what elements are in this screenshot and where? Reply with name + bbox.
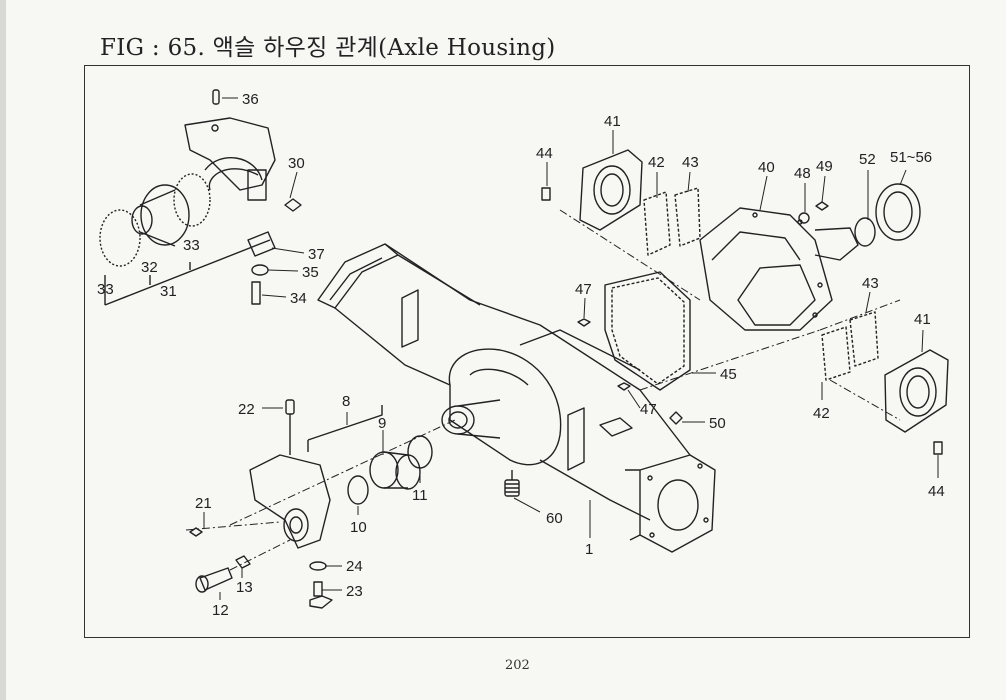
- part-label: 43: [862, 275, 879, 292]
- part-label: 1: [585, 541, 593, 558]
- right-flange-group: [577, 271, 949, 455]
- part-labels: 36 30 37 35 34 33 32 33 31 44 41 42 43 4…: [97, 91, 945, 619]
- part-label: 45: [720, 366, 737, 383]
- part-label: 13: [236, 579, 253, 596]
- part-label: 48: [794, 165, 811, 182]
- part-label: 22: [238, 401, 255, 418]
- part-label: 23: [346, 583, 363, 600]
- part-label: 47: [640, 401, 657, 418]
- part-label: 37: [308, 246, 325, 263]
- part-label: 34: [290, 290, 307, 307]
- part-label: 9: [378, 415, 386, 432]
- part-label: 32: [141, 259, 158, 276]
- scan-edge: [0, 0, 6, 700]
- part-label: 52: [859, 151, 876, 168]
- part-label: 47: [575, 281, 592, 298]
- part-label: 11: [412, 487, 428, 504]
- part-label: 31: [160, 283, 177, 300]
- part-label: 42: [813, 405, 830, 422]
- part-label: 44: [536, 145, 553, 162]
- figure-title: FIG : 65. 액슬 하우징 관계(Axle Housing): [100, 35, 556, 61]
- part-label: 40: [758, 159, 775, 176]
- part-label: 35: [302, 264, 319, 281]
- knuckle-lower: [189, 399, 520, 609]
- part-label: 60: [546, 510, 563, 527]
- part-label: 8: [342, 393, 350, 410]
- part-label: 10: [350, 519, 367, 536]
- part-label: 21: [195, 495, 212, 512]
- knuckle-upper: [99, 89, 302, 306]
- part-label: 36: [242, 91, 259, 108]
- part-label: 50: [709, 415, 726, 432]
- axle-housing-body: [317, 243, 716, 553]
- part-label: 41: [604, 113, 621, 130]
- part-label: 24: [346, 558, 363, 575]
- part-label: 44: [928, 483, 945, 500]
- part-label: 43: [682, 154, 699, 171]
- part-label: 49: [816, 158, 833, 175]
- part-label: 51~56: [890, 149, 932, 166]
- part-label: 33: [97, 281, 114, 298]
- part-label: 42: [648, 154, 665, 171]
- diagram-frame: [84, 65, 970, 638]
- page-number: 202: [505, 658, 530, 673]
- part-label: 41: [914, 311, 931, 328]
- part-label: 33: [183, 237, 200, 254]
- part-label: 30: [288, 155, 305, 172]
- differential-carrier: [541, 149, 921, 331]
- part-label: 12: [212, 602, 229, 619]
